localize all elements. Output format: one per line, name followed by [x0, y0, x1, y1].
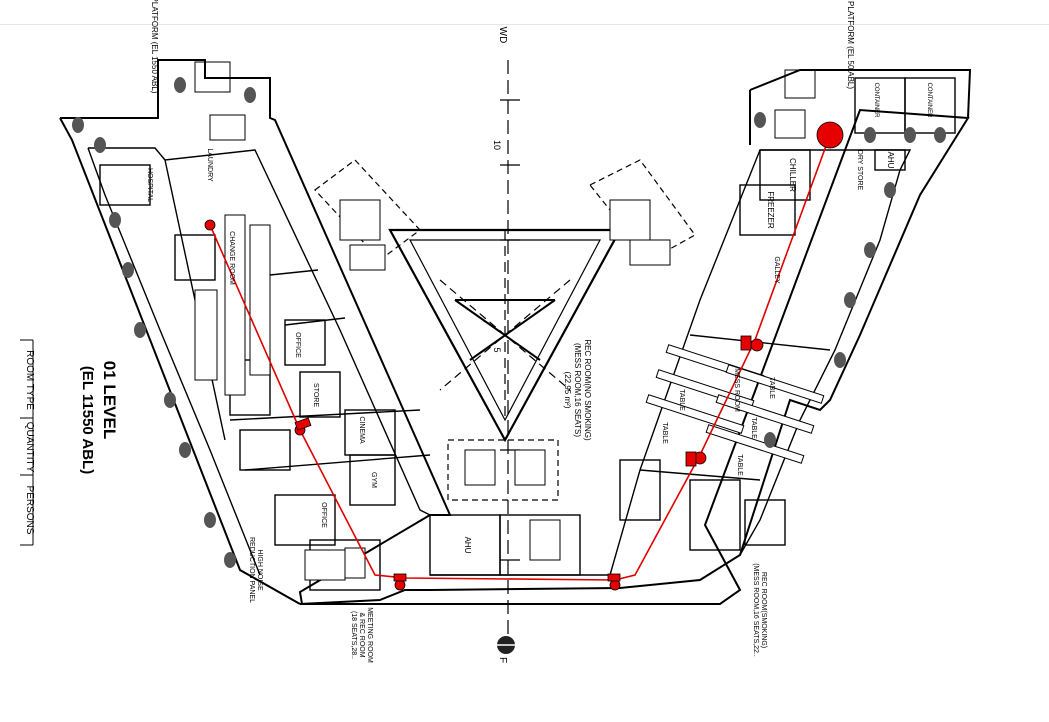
evacuation-route [209, 134, 831, 581]
room-laundry: LAUNDRY [206, 148, 213, 182]
room-cinema: CINEMA [358, 416, 365, 444]
level-subtitle: (EL 11550 ABL) [79, 366, 96, 474]
left-wing-walls [87, 147, 431, 591]
room-gym: GYM [370, 472, 377, 488]
right-wing-walls [609, 77, 956, 576]
marker-point [394, 579, 406, 591]
north-label-bottom: F [497, 657, 508, 663]
marker-point [750, 338, 764, 352]
room-change-room: CHANGE ROOM [228, 231, 235, 285]
room-mess-room: MESS ROOM [733, 368, 740, 412]
table-header-quantity: QUANTITY [24, 422, 35, 473]
room-ahu-right: AHU [886, 152, 895, 169]
room-chiller: CHILLER [788, 158, 797, 192]
stairs [194, 61, 816, 561]
level-title: 01 LEVEL [100, 361, 119, 439]
north-label-top: WD [497, 27, 508, 44]
rec-room-central-line3: (22.95 m²) [563, 372, 572, 409]
platform-note-left: PLATFORM (EL 1550 ABL) [150, 0, 159, 94]
columns [72, 77, 946, 568]
platform-note-right: PLATFORM (EL 50 ABL) [846, 1, 855, 89]
room-dry-store: DRY STORE [856, 150, 863, 191]
meeting-room-line2: & REC ROOM [358, 612, 365, 657]
central-structure [314, 60, 696, 640]
table-label-2: TABLE [661, 422, 668, 444]
route-markers [204, 121, 844, 591]
bottom-block [429, 514, 610, 576]
marker-point [204, 219, 216, 231]
room-galley: GALLEY [773, 256, 780, 284]
equipment-blocks [194, 199, 825, 581]
grid-label-10: 10 [492, 140, 502, 150]
high-noise-line1: HIGH NOISE [256, 549, 263, 591]
room-office: OFFICE [294, 332, 301, 358]
table-label-3: TABLE [768, 377, 775, 399]
meeting-room-line1: MEETING ROOM [366, 607, 373, 663]
viewer-top-bar [0, 0, 1049, 25]
rec-room-central-line2: (MESS ROOM,16 SEATS) [573, 343, 582, 437]
room-ahu-bottom: AHU [463, 537, 472, 554]
table-label-4: TABLE [750, 417, 757, 439]
north-arrow-icon [497, 636, 515, 654]
table-label-5: TABLE [736, 454, 743, 476]
table-header-persons: PERSONS [24, 486, 35, 535]
plan-labels: 01 LEVEL (EL 11550 ABL) ROOM TYPE QUANTI… [20, 0, 932, 663]
rec-room-right-line2: (MESS ROOM,16 SEATS,22.. [752, 563, 759, 657]
room-container-1: CONTAINER [873, 83, 879, 119]
table-header-room-type: ROOM TYPE [24, 350, 35, 410]
room-store: STORE [312, 383, 319, 407]
room-container-2: CONTAINER [926, 83, 932, 119]
meeting-room-line3: (18 SEATS,28.. [350, 611, 357, 659]
room-freezer: FREEZER [766, 191, 775, 229]
rec-room-right-line1: REC ROOM(SMOKING) [760, 572, 767, 648]
marker-point [609, 579, 621, 591]
room-hospital: HOSPITAL [146, 168, 153, 202]
table-label-1: TABLE [678, 389, 685, 411]
room-type-table: ROOM TYPE QUANTITY PERSONS [20, 339, 35, 546]
high-noise-line2: REDUCTION PANEL [248, 537, 255, 603]
grid-label-5: 5 [492, 347, 502, 352]
building-outline [59, 59, 972, 605]
room-office-2: OFFICE [320, 502, 327, 528]
marker-point-large [816, 121, 844, 149]
rec-room-central-line1: REC ROOM(NO SMOKING) [583, 339, 592, 441]
